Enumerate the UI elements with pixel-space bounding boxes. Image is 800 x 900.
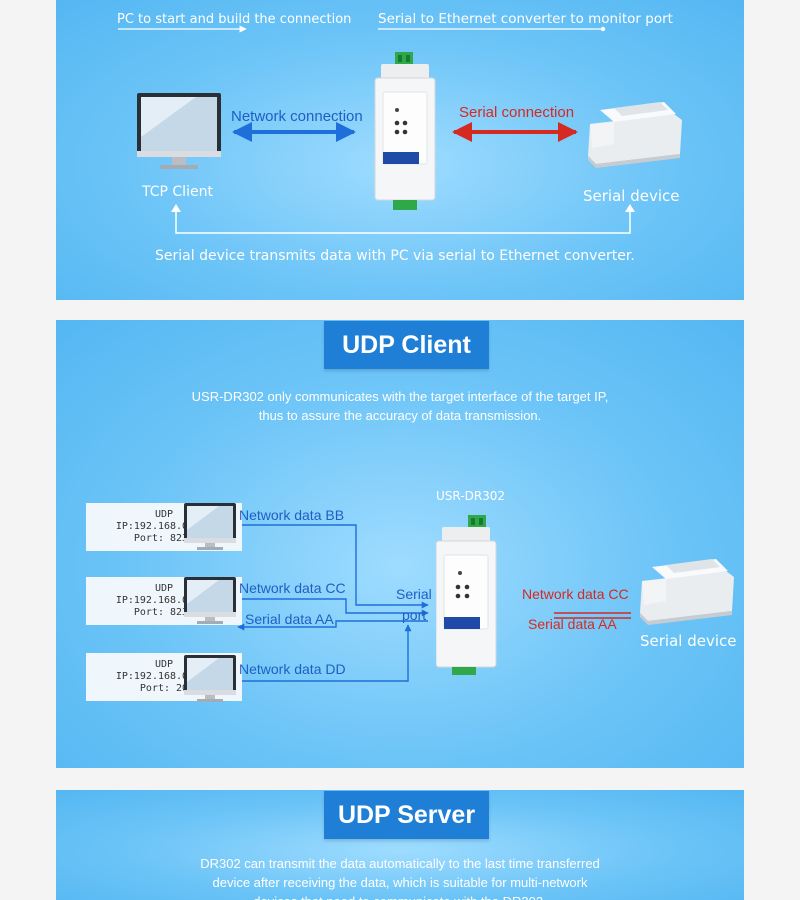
serial-port-label-line1: Serial — [396, 586, 432, 602]
monitor-icon — [183, 502, 237, 552]
din-rail-converter-icon — [373, 52, 437, 212]
pc-start-note: PC to start and build the connection — [117, 12, 352, 27]
udp-server-desc-line2: device after receiving the data, which i… — [212, 875, 588, 890]
udp-client-1-ip: IP:192.168.0.200 — [115, 521, 213, 532]
udp-client-desc-line2: thus to assure the accuracy of data tran… — [258, 408, 542, 423]
udp-client-2-port: Port: 8234 — [133, 607, 195, 618]
monitor-icon — [136, 92, 222, 172]
network-data-bb-label: Network data BB — [239, 507, 345, 523]
udp-client-3-port: Port: 20 — [139, 683, 189, 694]
udp-server-desc-line3: devices that need to communicate with th… — [56, 892, 744, 900]
udp-server-desc-line1: DR302 can transmit the data automaticall… — [200, 856, 600, 871]
udp-client-1-port: Port: 8234 — [133, 533, 195, 544]
monitor-icon — [183, 576, 237, 626]
network-data-cc-label: Network data CC — [239, 580, 346, 596]
serial-data-aa-label: Serial data AA — [245, 611, 334, 627]
udp-client-3-proto: UDP — [154, 659, 174, 670]
tcp-client-label: TCP Client — [142, 184, 213, 200]
right-serial-data-aa-label: Serial data AA — [528, 616, 617, 632]
right-network-data-cc-label: Network data CC — [522, 586, 629, 602]
serial-device-label: Serial device — [583, 187, 680, 205]
udp-client-title: UDP Client — [324, 321, 489, 369]
udp-client-1-proto: UDP — [154, 509, 174, 520]
network-connection-label: Network connection — [231, 108, 363, 125]
din-rail-converter-icon — [435, 515, 500, 675]
udp-serial-device-label: Serial device — [640, 632, 737, 650]
udp-client-section: UDP Client USR-DR302 only communicates w… — [56, 320, 744, 768]
serial-connection-label: Serial connection — [459, 104, 575, 121]
serial-port-label-line2: port — [402, 607, 427, 623]
udp-client-desc-line1: USR-DR302 only communicates with the tar… — [191, 389, 609, 404]
section1-connectors — [118, 25, 635, 234]
serial-printer-icon — [584, 96, 684, 168]
udp-client-connectors — [237, 524, 631, 682]
tcp-footer-caption: Serial device transmits data with PC via… — [155, 248, 635, 264]
converter-monitor-note: Serial to Ethernet converter to monitor … — [378, 11, 673, 27]
tcp-client-section: PC to start and build the connection Ser… — [56, 0, 744, 300]
udp-client-3-ip: IP:192.168.0.201 — [115, 671, 213, 682]
serial-printer-icon — [636, 553, 736, 625]
udp-client-2-proto: UDP — [154, 583, 174, 594]
monitor-icon — [183, 654, 237, 704]
network-data-dd-label: Network data DD — [239, 661, 346, 677]
device-name-label: USR-DR302 — [436, 489, 506, 503]
udp-client-2-ip: IP:192.168.0.201 — [115, 595, 213, 606]
udp-server-title: UDP Server — [324, 791, 489, 839]
udp-server-section: UDP Server DR302 can transmit the data a… — [56, 790, 744, 900]
